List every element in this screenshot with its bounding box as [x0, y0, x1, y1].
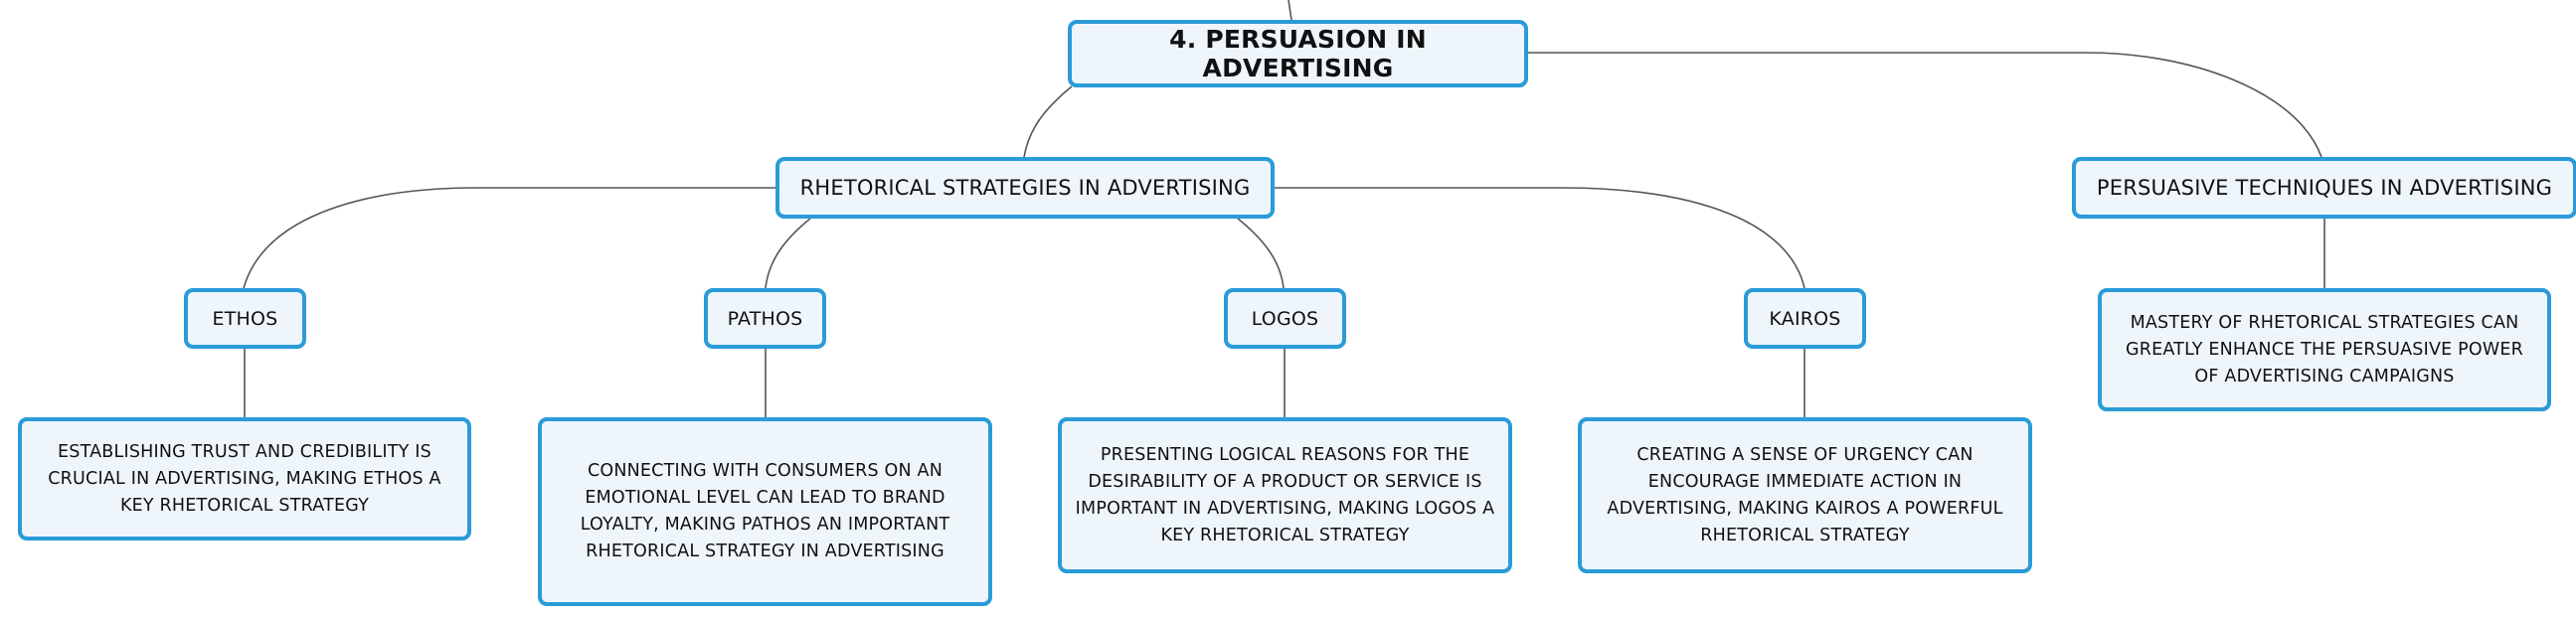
pathos-node[interactable]: PATHOS: [704, 288, 826, 349]
ethos-label: ETHOS: [212, 307, 278, 330]
pathos-detail-node[interactable]: CONNECTING WITH CONSUMERS ON AN EMOTIONA…: [538, 417, 992, 606]
kairos-node[interactable]: KAIROS: [1744, 288, 1866, 349]
logos-detail-text: PRESENTING LOGICAL REASONS FOR THE DESIR…: [1075, 444, 1495, 545]
kairos-detail-text: CREATING A SENSE OF URGENCY CAN ENCOURAG…: [1607, 444, 2003, 545]
kairos-detail-node[interactable]: CREATING A SENSE OF URGENCY CAN ENCOURAG…: [1578, 417, 2032, 573]
ethos-detail-text: ESTABLISHING TRUST AND CREDIBILITY IS CR…: [48, 441, 441, 516]
logos-node[interactable]: LOGOS: [1224, 288, 1346, 349]
pathos-detail-text: CONNECTING WITH CONSUMERS ON AN EMOTIONA…: [580, 461, 950, 561]
root-topic-node[interactable]: 4. PERSUASION IN ADVERTISING: [1068, 20, 1528, 87]
connector-rhetorical-pathos: [765, 218, 811, 289]
connector-rhetorical-logos: [1237, 218, 1285, 289]
logos-detail-node[interactable]: PRESENTING LOGICAL REASONS FOR THE DESIR…: [1058, 417, 1512, 573]
kairos-label: KAIROS: [1769, 307, 1841, 330]
persuasive-techniques-detail-node[interactable]: MASTERY OF RHETORICAL STRATEGIES CAN GRE…: [2098, 288, 2551, 411]
connector-root-persuasive: [1523, 52, 2322, 158]
persuasive-techniques-label: PERSUASIVE TECHNIQUES IN ADVERTISING: [2096, 176, 2553, 200]
connector-parent-root: [1288, 0, 1292, 21]
ethos-node[interactable]: ETHOS: [184, 288, 306, 349]
connector-root-rhetorical: [1023, 85, 1073, 158]
persuasive-techniques-node[interactable]: PERSUASIVE TECHNIQUES IN ADVERTISING: [2072, 157, 2576, 219]
ethos-detail-node[interactable]: ESTABLISHING TRUST AND CREDIBILITY IS CR…: [18, 417, 471, 541]
persuasive-techniques-detail-text: MASTERY OF RHETORICAL STRATEGIES CAN GRE…: [2125, 312, 2523, 387]
connector-rhetorical-ethos: [243, 187, 775, 289]
rhetorical-strategies-node[interactable]: RHETORICAL STRATEGIES IN ADVERTISING: [775, 157, 1275, 219]
root-topic-label: 4. PERSUASION IN ADVERTISING: [1169, 25, 1427, 82]
logos-label: LOGOS: [1251, 307, 1319, 330]
connector-rhetorical-kairos: [1274, 187, 1805, 289]
rhetorical-strategies-label: RHETORICAL STRATEGIES IN ADVERTISING: [799, 176, 1251, 200]
pathos-label: PATHOS: [727, 307, 803, 330]
